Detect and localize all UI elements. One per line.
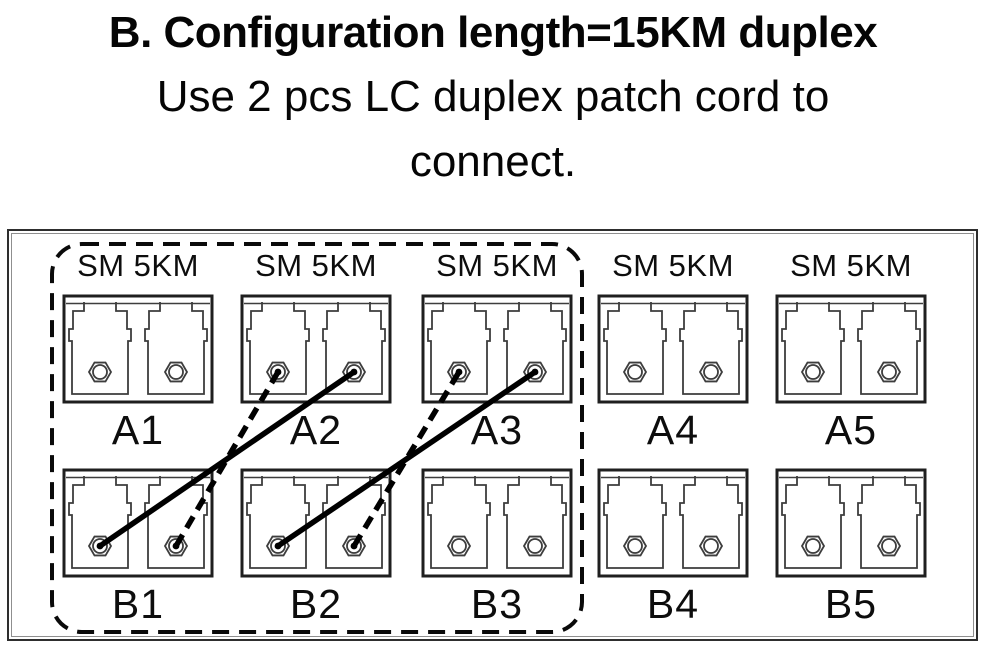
lc-duplex-port-A4 [597,294,749,404]
ferrule-outer-icon [698,535,724,557]
ferrule-inner-icon [881,538,897,554]
port-id-label-A5: A5 [824,407,878,453]
port-type-label-A2: SM 5KM [255,248,377,283]
port-id-label-B5: B5 [824,581,878,627]
port-type-label-A4: SM 5KM [612,248,734,283]
port-id-label-B4: B4 [646,581,700,627]
ferrule-inner-icon [703,364,719,380]
lc-cavity [679,302,743,395]
lc-cavity [603,476,667,569]
ferrule-inner-icon [627,364,643,380]
port-id-label-B3: B3 [470,581,524,627]
lc-cavity [603,302,667,395]
lc-duplex-port-A5 [775,294,927,404]
ferrule-outer-icon [800,535,826,557]
lc-cavity [857,476,921,569]
lc-duplex-port-graphic [775,468,927,578]
subtitle-line-1: Use 2 pcs LC duplex patch cord to [156,72,830,121]
lc-cavity [781,302,845,395]
lc-duplex-port-graphic [597,468,749,578]
port-id-label-A3: A3 [470,407,524,453]
port-type-label-A1: SM 5KM [77,248,199,283]
port-id-label-A1: A1 [111,407,165,453]
ferrule-outer-icon [876,361,902,383]
lc-duplex-port-B4 [597,468,749,578]
lc-cavity [679,476,743,569]
ferrule-inner-icon [627,538,643,554]
ferrule-inner-icon [805,364,821,380]
ferrule-inner-icon [805,538,821,554]
port-id-label-A4: A4 [646,407,700,453]
lc-duplex-port-B5 [775,468,927,578]
page-title: B. Configuration length=15KM duplex [108,8,878,57]
ferrule-outer-icon [622,535,648,557]
port-id-label-B2: B2 [289,581,343,627]
port-type-label-A3: SM 5KM [436,248,558,283]
ferrule-outer-icon [622,361,648,383]
lc-duplex-port-graphic [775,294,927,404]
port-type-label-A5: SM 5KM [790,248,912,283]
ferrule-outer-icon [876,535,902,557]
ferrule-outer-icon [698,361,724,383]
port-id-label-A2: A2 [289,407,343,453]
title-block: B. Configuration length=15KM duplex Use … [0,2,986,194]
subtitle-line-2: connect. [409,137,577,186]
ferrule-inner-icon [703,538,719,554]
lc-cavity [781,476,845,569]
ferrule-outer-icon [800,361,826,383]
ferrule-inner-icon [881,364,897,380]
lc-duplex-port-graphic [597,294,749,404]
port-id-label-B1: B1 [111,581,165,627]
lc-cavity [857,302,921,395]
